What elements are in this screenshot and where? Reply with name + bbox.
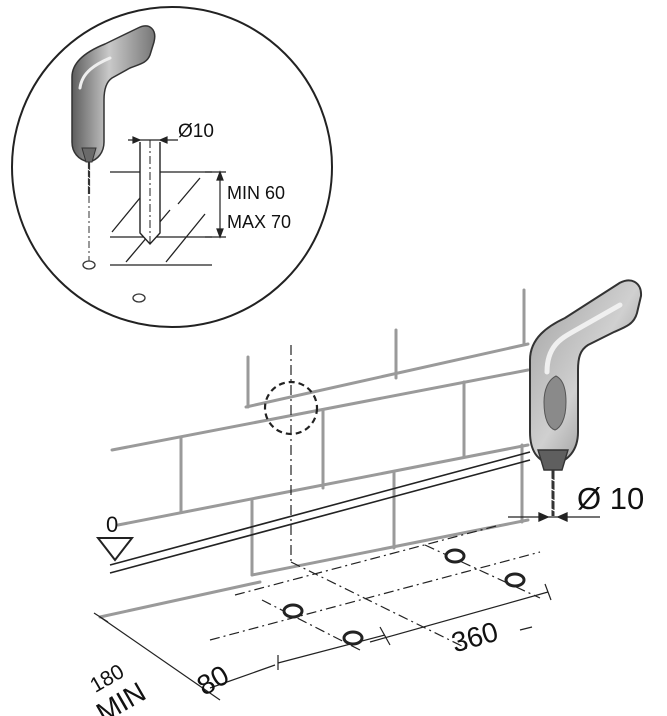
- inset-detail: Ø10 MIN 60 MAX 70: [11, 6, 333, 328]
- mounting-hole-3: [444, 548, 466, 564]
- mounting-hole-2: [342, 630, 364, 646]
- inset-depth-max-label: MAX 70: [227, 212, 291, 232]
- wall-line-2: [110, 368, 530, 452]
- zero-level-label: 0: [106, 512, 118, 537]
- brick-wall: [98, 288, 530, 619]
- drill-diameter-dimension: [508, 511, 600, 523]
- wall-line-1: [244, 342, 530, 409]
- inset-drill-hole: [139, 140, 161, 246]
- floor-reference-line: [109, 451, 531, 574]
- inset-hole-mark: [132, 293, 146, 303]
- mounting-hole-1: [282, 603, 304, 619]
- mounting-holes: [282, 548, 526, 646]
- inset-circle: [11, 6, 333, 328]
- spacing-label: 360: [448, 616, 501, 659]
- inset-depth-min-label: MIN 60: [227, 183, 285, 203]
- inset-diameter-label: Ø10: [178, 121, 214, 142]
- inset-drill-icon: [71, 25, 156, 270]
- inset-depth-dimension: [205, 170, 226, 239]
- offset-label: 80: [192, 659, 234, 701]
- wall-line-5: [98, 580, 262, 619]
- level-triangle-icon: [95, 537, 135, 562]
- floor-layout: [93, 524, 552, 701]
- mounting-hole-4: [504, 572, 526, 588]
- spacing-tick: [519, 626, 533, 631]
- drill-icon: [529, 279, 643, 516]
- target-circle: [263, 380, 319, 436]
- inset-diameter-dimension: [128, 136, 178, 144]
- drill-diameter-label: Ø 10: [577, 481, 644, 516]
